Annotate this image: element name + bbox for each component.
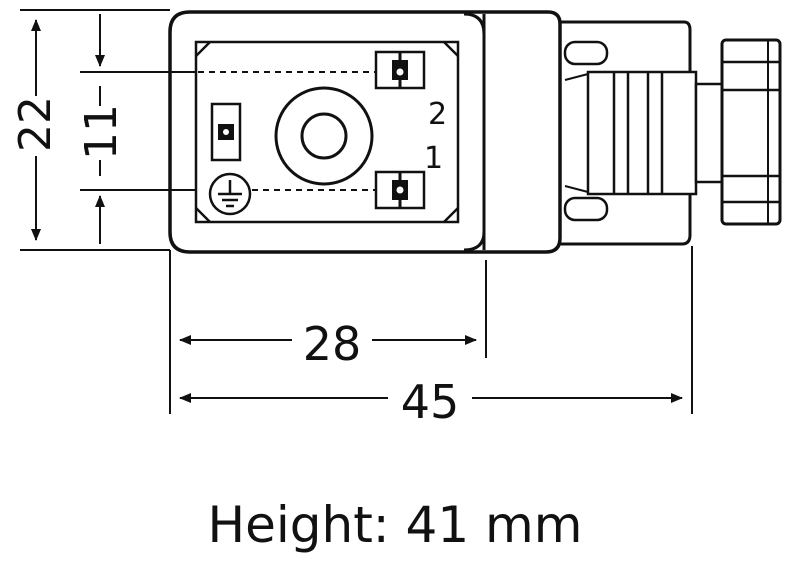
ground-symbol-icon [208,172,252,216]
dimension-pin-spacing-11 [80,14,196,244]
dimension-height-22 [20,9,170,251]
contact-pin-1 [374,170,426,210]
dimension-label-22: 22 [10,96,61,152]
contact-pin-side [210,102,242,162]
pin-centerlines [198,71,376,191]
center-screw [274,86,374,186]
dimension-body-28 [169,250,487,414]
pin-number-1: 1 [424,141,443,176]
dimension-label-28: 28 [303,317,362,371]
dimension-label-11: 11 [76,104,127,160]
height-caption: Height: 41 mm [208,496,583,554]
pin-number-2: 2 [428,97,447,132]
contact-pin-2 [374,50,426,90]
hex-nut [720,38,782,226]
cable-gland [546,20,724,246]
dimension-overall-45 [179,246,693,414]
dimension-label-45: 45 [401,375,460,429]
